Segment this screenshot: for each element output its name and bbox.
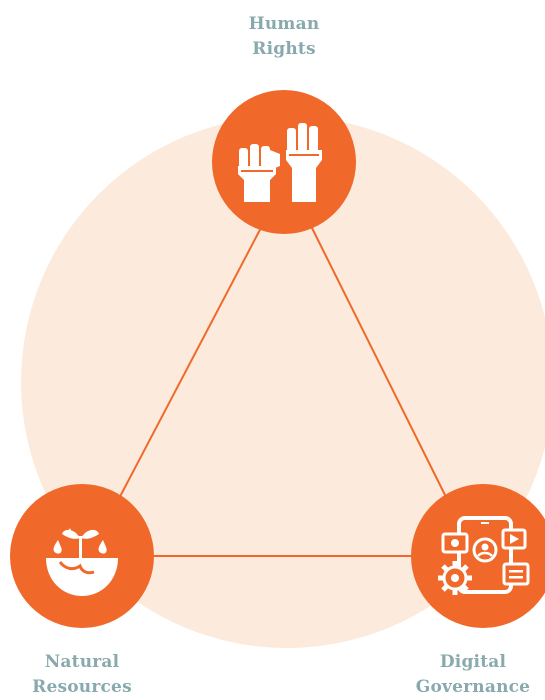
earth-plant-water-icon	[46, 528, 118, 596]
edge-human-digital	[309, 223, 451, 506]
node-digital-governance	[411, 484, 545, 628]
background-circle	[21, 116, 545, 648]
node-human-rights	[212, 90, 356, 234]
label-digital-governance-line-1: Digital	[439, 652, 507, 672]
label-human-rights-line-1: Human	[248, 14, 320, 34]
label-human-rights-line-2: Rights	[252, 39, 316, 59]
label-natural-resources-line-2: Resources	[32, 677, 132, 697]
node-circle-human-rights	[212, 90, 356, 234]
label-natural-resources-line-1: Natural	[44, 652, 120, 672]
edge-human-natural	[113, 223, 264, 509]
label-digital-governance: Digital Governance	[403, 650, 543, 700]
triangle-edges	[113, 223, 451, 557]
label-digital-governance-line-2: Governance	[415, 677, 531, 697]
raised-fists-icon	[238, 123, 322, 202]
label-natural-resources: Natural Resources	[12, 650, 152, 700]
label-human-rights: Human Rights	[214, 12, 354, 62]
node-natural-resources	[10, 484, 154, 628]
tablet-media-gear-icon	[438, 516, 530, 595]
